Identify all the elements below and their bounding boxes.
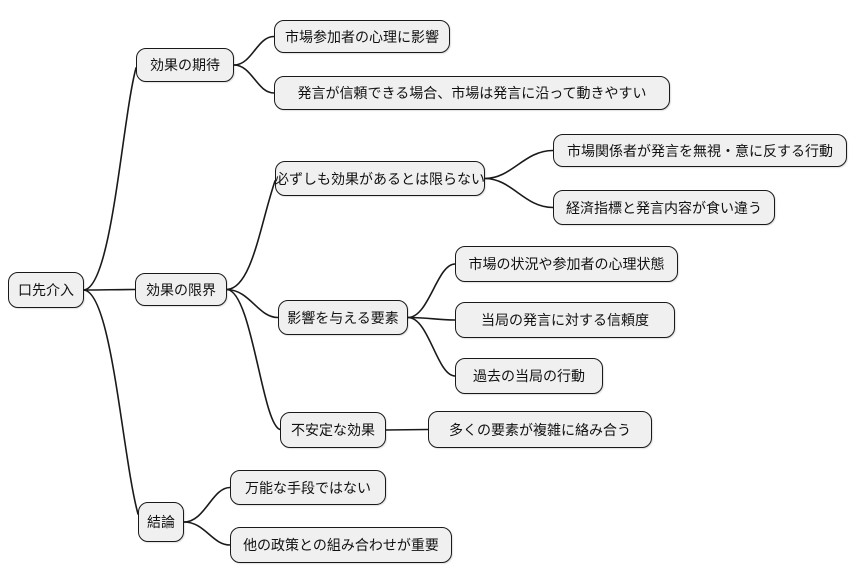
node-not-panacea: 万能な手段ではない bbox=[230, 470, 386, 505]
node-credibility: 当局の発言に対する信頼度 bbox=[455, 302, 675, 338]
edge-root-conclusion bbox=[83, 289, 139, 515]
edge-conclusion-not-panacea bbox=[183, 486, 231, 523]
node-complex-factors: 多くの要素が複雑に絡み合う bbox=[428, 411, 652, 448]
edge-not-always-market-ignores bbox=[484, 149, 554, 180]
edge-effect-limits-not-always-effective bbox=[226, 180, 276, 291]
node-market-ignores: 市場関係者が発言を無視・意に反する行動 bbox=[553, 134, 847, 167]
node-past-actions: 過去の当局の行動 bbox=[455, 358, 603, 394]
edge-effect-limits-unstable-effect bbox=[226, 288, 281, 431]
node-psych-impact: 市場参加者の心理に影響 bbox=[274, 20, 450, 53]
node-credible-statement: 発言が信頼できる場合、市場は発言に沿って動きやすい bbox=[274, 76, 670, 110]
node-not-always-effective: 必ずしも効果があるとは限らない bbox=[275, 161, 485, 196]
edge-unstable-complex-factors bbox=[385, 428, 429, 431]
edge-effect-limits-influencing-factors bbox=[226, 288, 279, 319]
node-root: 口先介入 bbox=[8, 272, 84, 308]
edge-factors-credibility bbox=[407, 316, 456, 321]
edge-expected-effects-credible-statement bbox=[233, 64, 275, 94]
node-influencing-factors: 影響を与える要素 bbox=[278, 300, 408, 335]
edge-factors-market-conditions bbox=[407, 263, 456, 319]
edge-conclusion-policy-combination bbox=[183, 521, 231, 546]
node-effect-limits: 効果の限界 bbox=[135, 273, 227, 306]
node-expected-effects: 効果の期待 bbox=[136, 48, 234, 82]
edge-root-effect-limits bbox=[83, 288, 136, 291]
node-indicator-mismatch: 経済指標と発言内容が食い違う bbox=[553, 190, 775, 225]
edge-factors-past-actions bbox=[407, 316, 456, 377]
node-unstable-effect: 不安定な効果 bbox=[280, 412, 386, 448]
node-conclusion: 結論 bbox=[138, 502, 184, 542]
node-market-conditions: 市場の状況や参加者の心理状態 bbox=[455, 246, 678, 282]
edge-expected-effects-psych-impact bbox=[233, 35, 275, 66]
edge-root-expected-effects bbox=[83, 67, 137, 291]
node-policy-combination: 他の政策との組み合わせが重要 bbox=[230, 527, 452, 563]
edge-not-always-indicator-mismatch bbox=[484, 177, 554, 209]
